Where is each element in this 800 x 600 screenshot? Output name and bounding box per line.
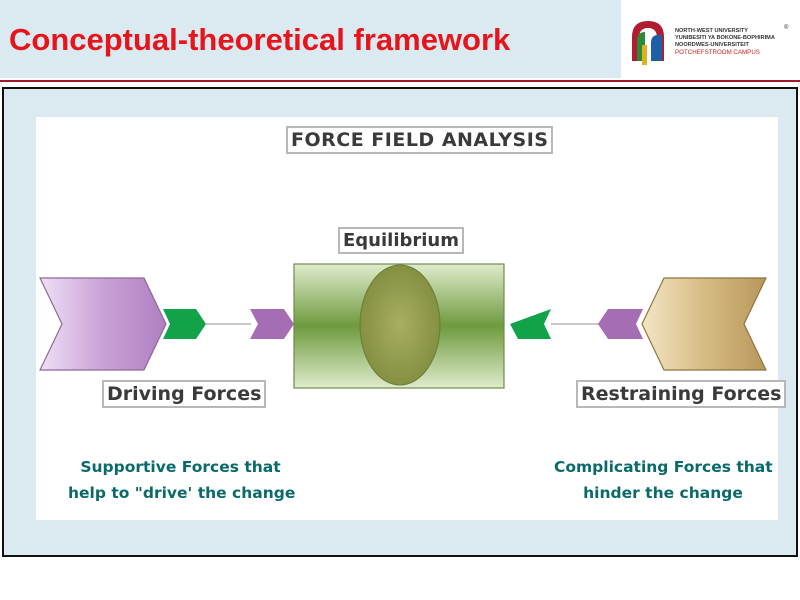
restraining-forces-note: Complicating Forces that hinder the chan… (554, 454, 773, 506)
force-field-diagram: FORCE FIELD ANALYSIS Equilibrium Driving… (36, 117, 787, 520)
university-logo-icon (632, 21, 664, 65)
equilibrium-oval (359, 264, 441, 386)
registered-mark: ® (784, 25, 789, 31)
logo-line-1: NORTH-WEST UNIVERSITY (675, 28, 749, 34)
restraining-green-arrow (510, 309, 551, 339)
diagram-title: FORCE FIELD ANALYSIS (286, 126, 554, 154)
header-divider (0, 80, 800, 82)
driving-note-line-1: Supportive Forces that (80, 458, 281, 476)
driving-forces-label: Driving Forces (102, 380, 267, 408)
slide-title: Conceptual-theoretical framework (9, 22, 511, 57)
restraining-note-line-1: Complicating Forces that (554, 458, 773, 476)
equilibrium-label: Equilibrium (338, 227, 465, 254)
restraining-forces-label: Restraining Forces (576, 380, 787, 408)
logo-line-2: YUNIBESITI YA BOKONE-BOPHIRIMA (675, 35, 775, 41)
restraining-note-line-2: hinder the change (583, 484, 743, 502)
restraining-purple-arrow (598, 309, 643, 339)
driving-purple-arrow (250, 309, 294, 339)
driving-green-arrow (163, 309, 206, 339)
driving-force-chevron (39, 277, 167, 371)
logo-line-3: NOORDWES-UNIVERSITEIT (675, 42, 749, 48)
restraining-force-chevron (641, 277, 767, 371)
diagram-shapes (39, 263, 767, 389)
driving-forces-note: Supportive Forces that help to "drive' t… (68, 454, 296, 506)
university-name: NORTH-WEST UNIVERSITY YUNIBESITI YA BOKO… (675, 28, 775, 56)
university-logo: NORTH-WEST UNIVERSITY YUNIBESITI YA BOKO… (621, 0, 800, 78)
driving-note-line-2: help to "drive' the change (68, 484, 296, 502)
slide-header: Conceptual-theoretical framework NORTH-W… (0, 0, 800, 78)
logo-campus: POTCHEFSTROOM CAMPUS (675, 49, 760, 56)
